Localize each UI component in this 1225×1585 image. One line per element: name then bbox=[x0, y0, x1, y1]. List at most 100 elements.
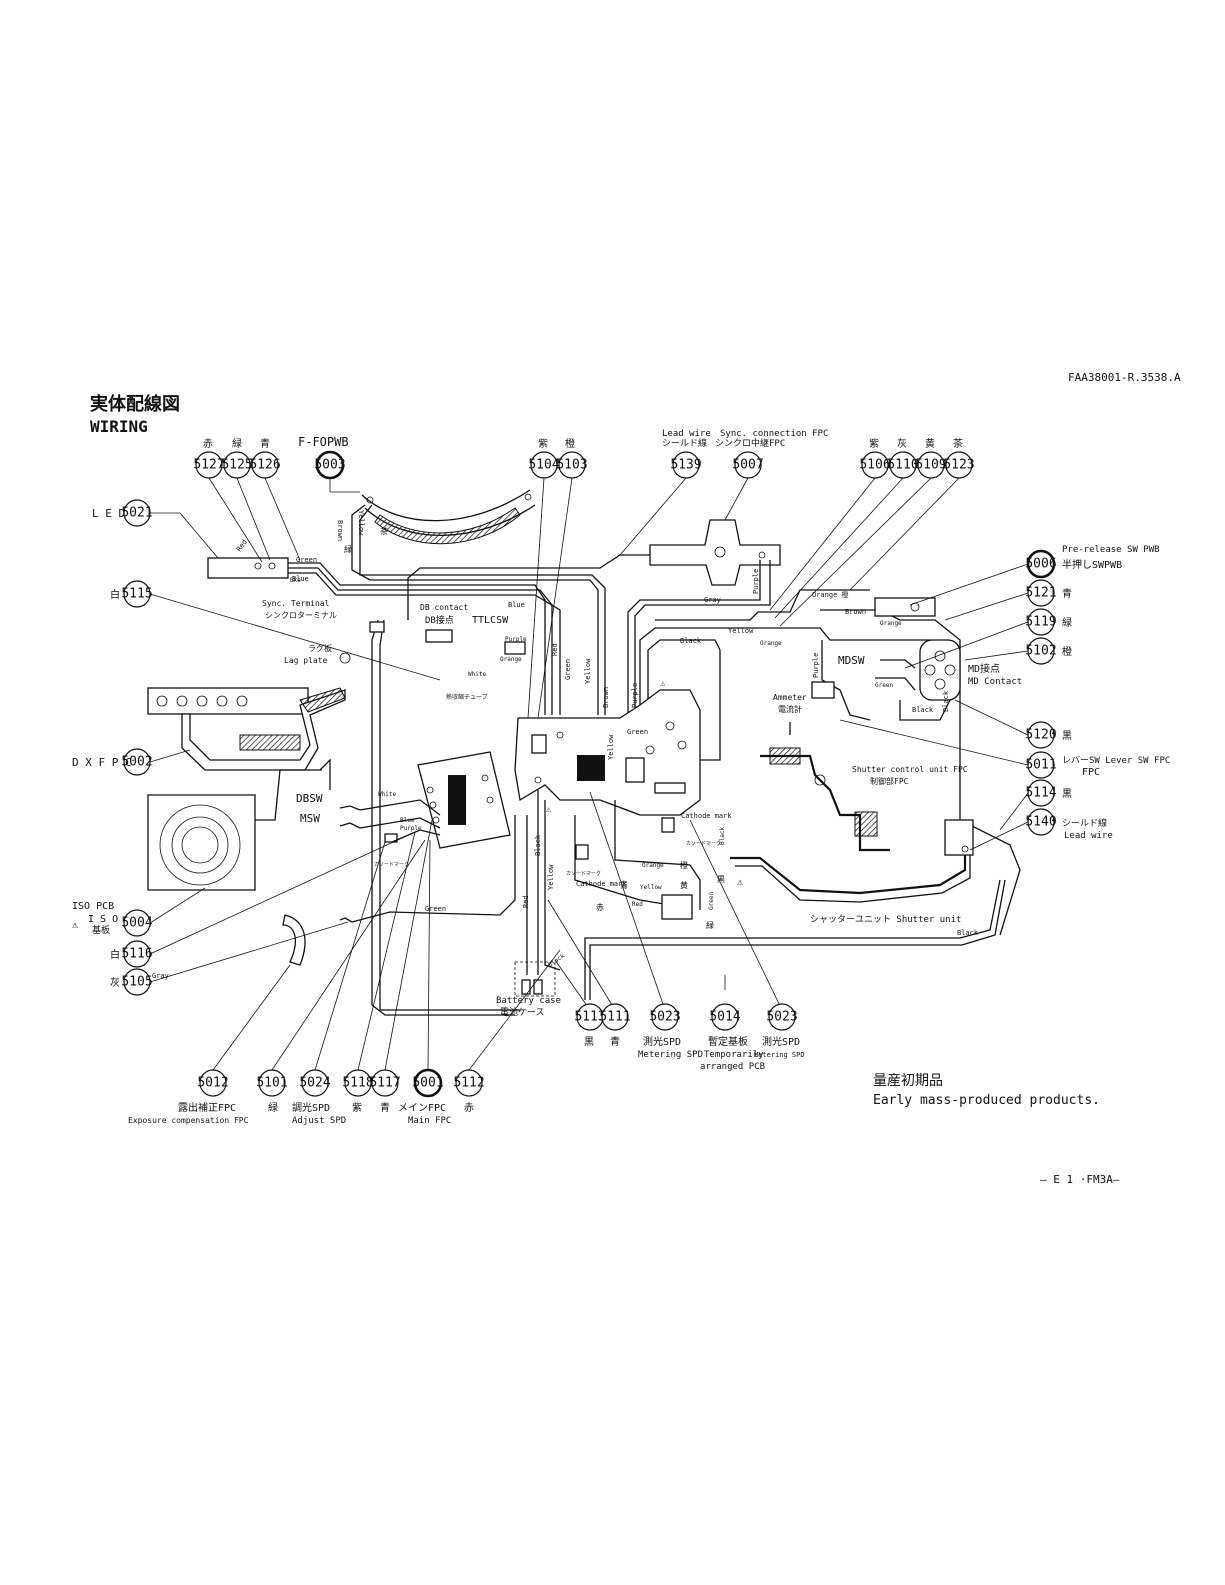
svg-text:5012: 5012 bbox=[197, 1076, 228, 1091]
callout-5023-b: 5023 bbox=[766, 1003, 798, 1031]
callout-5021: 5021 bbox=[121, 499, 153, 527]
white-5115-label: 白 bbox=[110, 588, 120, 601]
callout-5127: 5127 bbox=[193, 451, 225, 479]
callout-5121: 5121 bbox=[1025, 579, 1057, 607]
svg-text:5105: 5105 bbox=[121, 975, 152, 990]
sync-fpc-label: Sync. connection FPC bbox=[720, 429, 828, 439]
md-contact bbox=[919, 639, 961, 701]
f-fopwb-label: F-FOPWB bbox=[298, 435, 349, 449]
c5118-label: 紫 bbox=[352, 1102, 362, 1114]
callout-5117: 5117 bbox=[369, 1069, 401, 1097]
callout-5120: 5120 bbox=[1025, 721, 1057, 749]
wire-white-label-2: White bbox=[378, 791, 396, 798]
callout-5115: 5115 bbox=[121, 580, 153, 608]
svg-text:5106: 5106 bbox=[859, 458, 890, 473]
prerelease-pwb bbox=[874, 597, 936, 617]
label-color-5109: 黄 bbox=[925, 437, 935, 450]
svg-text:5112: 5112 bbox=[453, 1076, 484, 1091]
svg-text:5002: 5002 bbox=[121, 755, 152, 770]
wire-purple-label-2: Purple bbox=[631, 683, 639, 708]
wire-green-label-2: Green bbox=[564, 659, 572, 680]
svg-text:5001: 5001 bbox=[412, 1076, 443, 1091]
led-plate bbox=[207, 557, 289, 579]
wire-red-label: Red bbox=[235, 538, 249, 553]
mdsw-label: MDSW bbox=[838, 654, 865, 667]
wire-red-label-4: Red bbox=[632, 901, 643, 908]
c5102-label: 橙 bbox=[1062, 645, 1072, 658]
right-labels: Pre-release SW PWB 半押しSWPWB 青 緑 橙 黒 レバーS… bbox=[1062, 545, 1170, 841]
battery-label: Battery case bbox=[496, 996, 561, 1006]
callout-5123: 5123 bbox=[943, 451, 975, 479]
adjust-jp-label: 調光SPD bbox=[292, 1101, 330, 1114]
svg-text:5118: 5118 bbox=[342, 1076, 373, 1091]
callout-5014: 5014 bbox=[709, 1003, 741, 1031]
shutter-control-fpc bbox=[760, 754, 890, 852]
wire-green-kanji: 緑 bbox=[344, 544, 352, 554]
shutter-unit-label: シャッターユニット Shutter unit bbox=[810, 914, 961, 925]
wire-black-label-2: Black bbox=[912, 706, 934, 714]
callout-5118: 5118 bbox=[342, 1069, 374, 1097]
warning-mark-3: ⚠ bbox=[660, 679, 666, 689]
warning-mark: ⚠ bbox=[72, 920, 79, 931]
callout-5003: 5003 bbox=[314, 450, 346, 480]
wire-yellow-label-6: Yellow bbox=[640, 884, 662, 891]
gray-en-label: Gray bbox=[152, 972, 169, 980]
metering-jp-label-2: 測光SPD bbox=[762, 1035, 800, 1048]
wire-bke-label: Bke bbox=[290, 577, 301, 584]
iso-jp-label-1: I S O bbox=[88, 914, 118, 925]
callout-5011: 5011 bbox=[1025, 751, 1057, 779]
msw-label: MSW bbox=[300, 812, 320, 825]
wire-black-label-4: Black bbox=[534, 834, 542, 856]
ttlcsw-label: TTLCSW bbox=[472, 615, 509, 626]
lever-fpc-label: FPC bbox=[1082, 767, 1100, 778]
shield-en-label: Lead wire bbox=[1064, 831, 1113, 841]
svg-text:5007: 5007 bbox=[732, 458, 763, 473]
callout-5023-a: 5023 bbox=[649, 1003, 681, 1031]
lever-jp-label: レバーSW Lever SW FPC bbox=[1062, 755, 1170, 766]
svg-text:5139: 5139 bbox=[670, 458, 701, 473]
wire-brown-label-1: Brown bbox=[336, 520, 344, 541]
svg-text:5023: 5023 bbox=[649, 1010, 680, 1025]
c5119-label: 緑 bbox=[1062, 616, 1072, 629]
diagram-labels: Red Green Blue Bke Yellow Brown 緑 茶 Sync… bbox=[235, 510, 1022, 1018]
label-color-5127: 赤 bbox=[203, 438, 213, 450]
svg-text:5115: 5115 bbox=[121, 587, 152, 602]
shutter-ctrl-label: Shutter control unit FPC bbox=[852, 765, 968, 774]
label-color-5125: 緑 bbox=[232, 437, 242, 450]
doc-number: FAA38001-R.3538.A bbox=[1068, 371, 1181, 384]
wire-yellow-label-4: Yellow bbox=[607, 734, 615, 760]
wire-orange-label-3: Orange bbox=[880, 620, 902, 627]
wire-blue-label: Blue bbox=[508, 601, 525, 609]
callout-5114: 5114 bbox=[1025, 779, 1057, 807]
svg-text:5111: 5111 bbox=[599, 1010, 630, 1025]
wire-yellow-label-5: Yellow bbox=[547, 864, 555, 890]
svg-text:5006: 5006 bbox=[1025, 557, 1056, 572]
wire-yellow-kanji: 黄 bbox=[680, 880, 688, 890]
callout-5001: 5001 bbox=[412, 1068, 444, 1098]
wire-orange-kanji-label: Orange 橙 bbox=[812, 590, 849, 599]
callout-5119: 5119 bbox=[1025, 608, 1057, 636]
battery-case bbox=[514, 961, 556, 997]
callout-5113: 5113 bbox=[574, 1003, 606, 1031]
wire-orange-label: Orange bbox=[500, 656, 522, 663]
prerelease-label: Pre-release SW PWB bbox=[1062, 545, 1160, 555]
title-en: WIRING bbox=[90, 417, 148, 436]
metering-en-label-2: Metering SPD bbox=[754, 1051, 805, 1059]
callout-5102: 5102 bbox=[1025, 637, 1057, 665]
main-ic-pcb bbox=[417, 751, 511, 849]
wire-orange-label-2: Orange bbox=[760, 640, 782, 647]
svg-text:5127: 5127 bbox=[193, 458, 224, 473]
callout-5110: 5110 bbox=[887, 451, 919, 479]
cathode-jp-label-2: カソードマーク bbox=[566, 871, 601, 877]
callout-5111: 5111 bbox=[599, 1003, 631, 1031]
db-jp-label: DB接点 bbox=[425, 614, 454, 626]
ammeter-jp-label: 電流計 bbox=[778, 704, 802, 714]
callout-5101: 5101 bbox=[256, 1069, 288, 1097]
label-color-5104: 紫 bbox=[538, 438, 548, 450]
callout-bubbles: 5127 5125 5126 5003 5104 5103 5139 5007 … bbox=[121, 450, 1057, 1098]
svg-text:5117: 5117 bbox=[369, 1076, 400, 1091]
sync-fpc-jp-label: シンクロ中継FPC bbox=[715, 437, 785, 449]
svg-text:5011: 5011 bbox=[1025, 758, 1056, 773]
callout-5105: 5105 bbox=[121, 968, 153, 996]
callout-5104: 5104 bbox=[528, 451, 560, 479]
